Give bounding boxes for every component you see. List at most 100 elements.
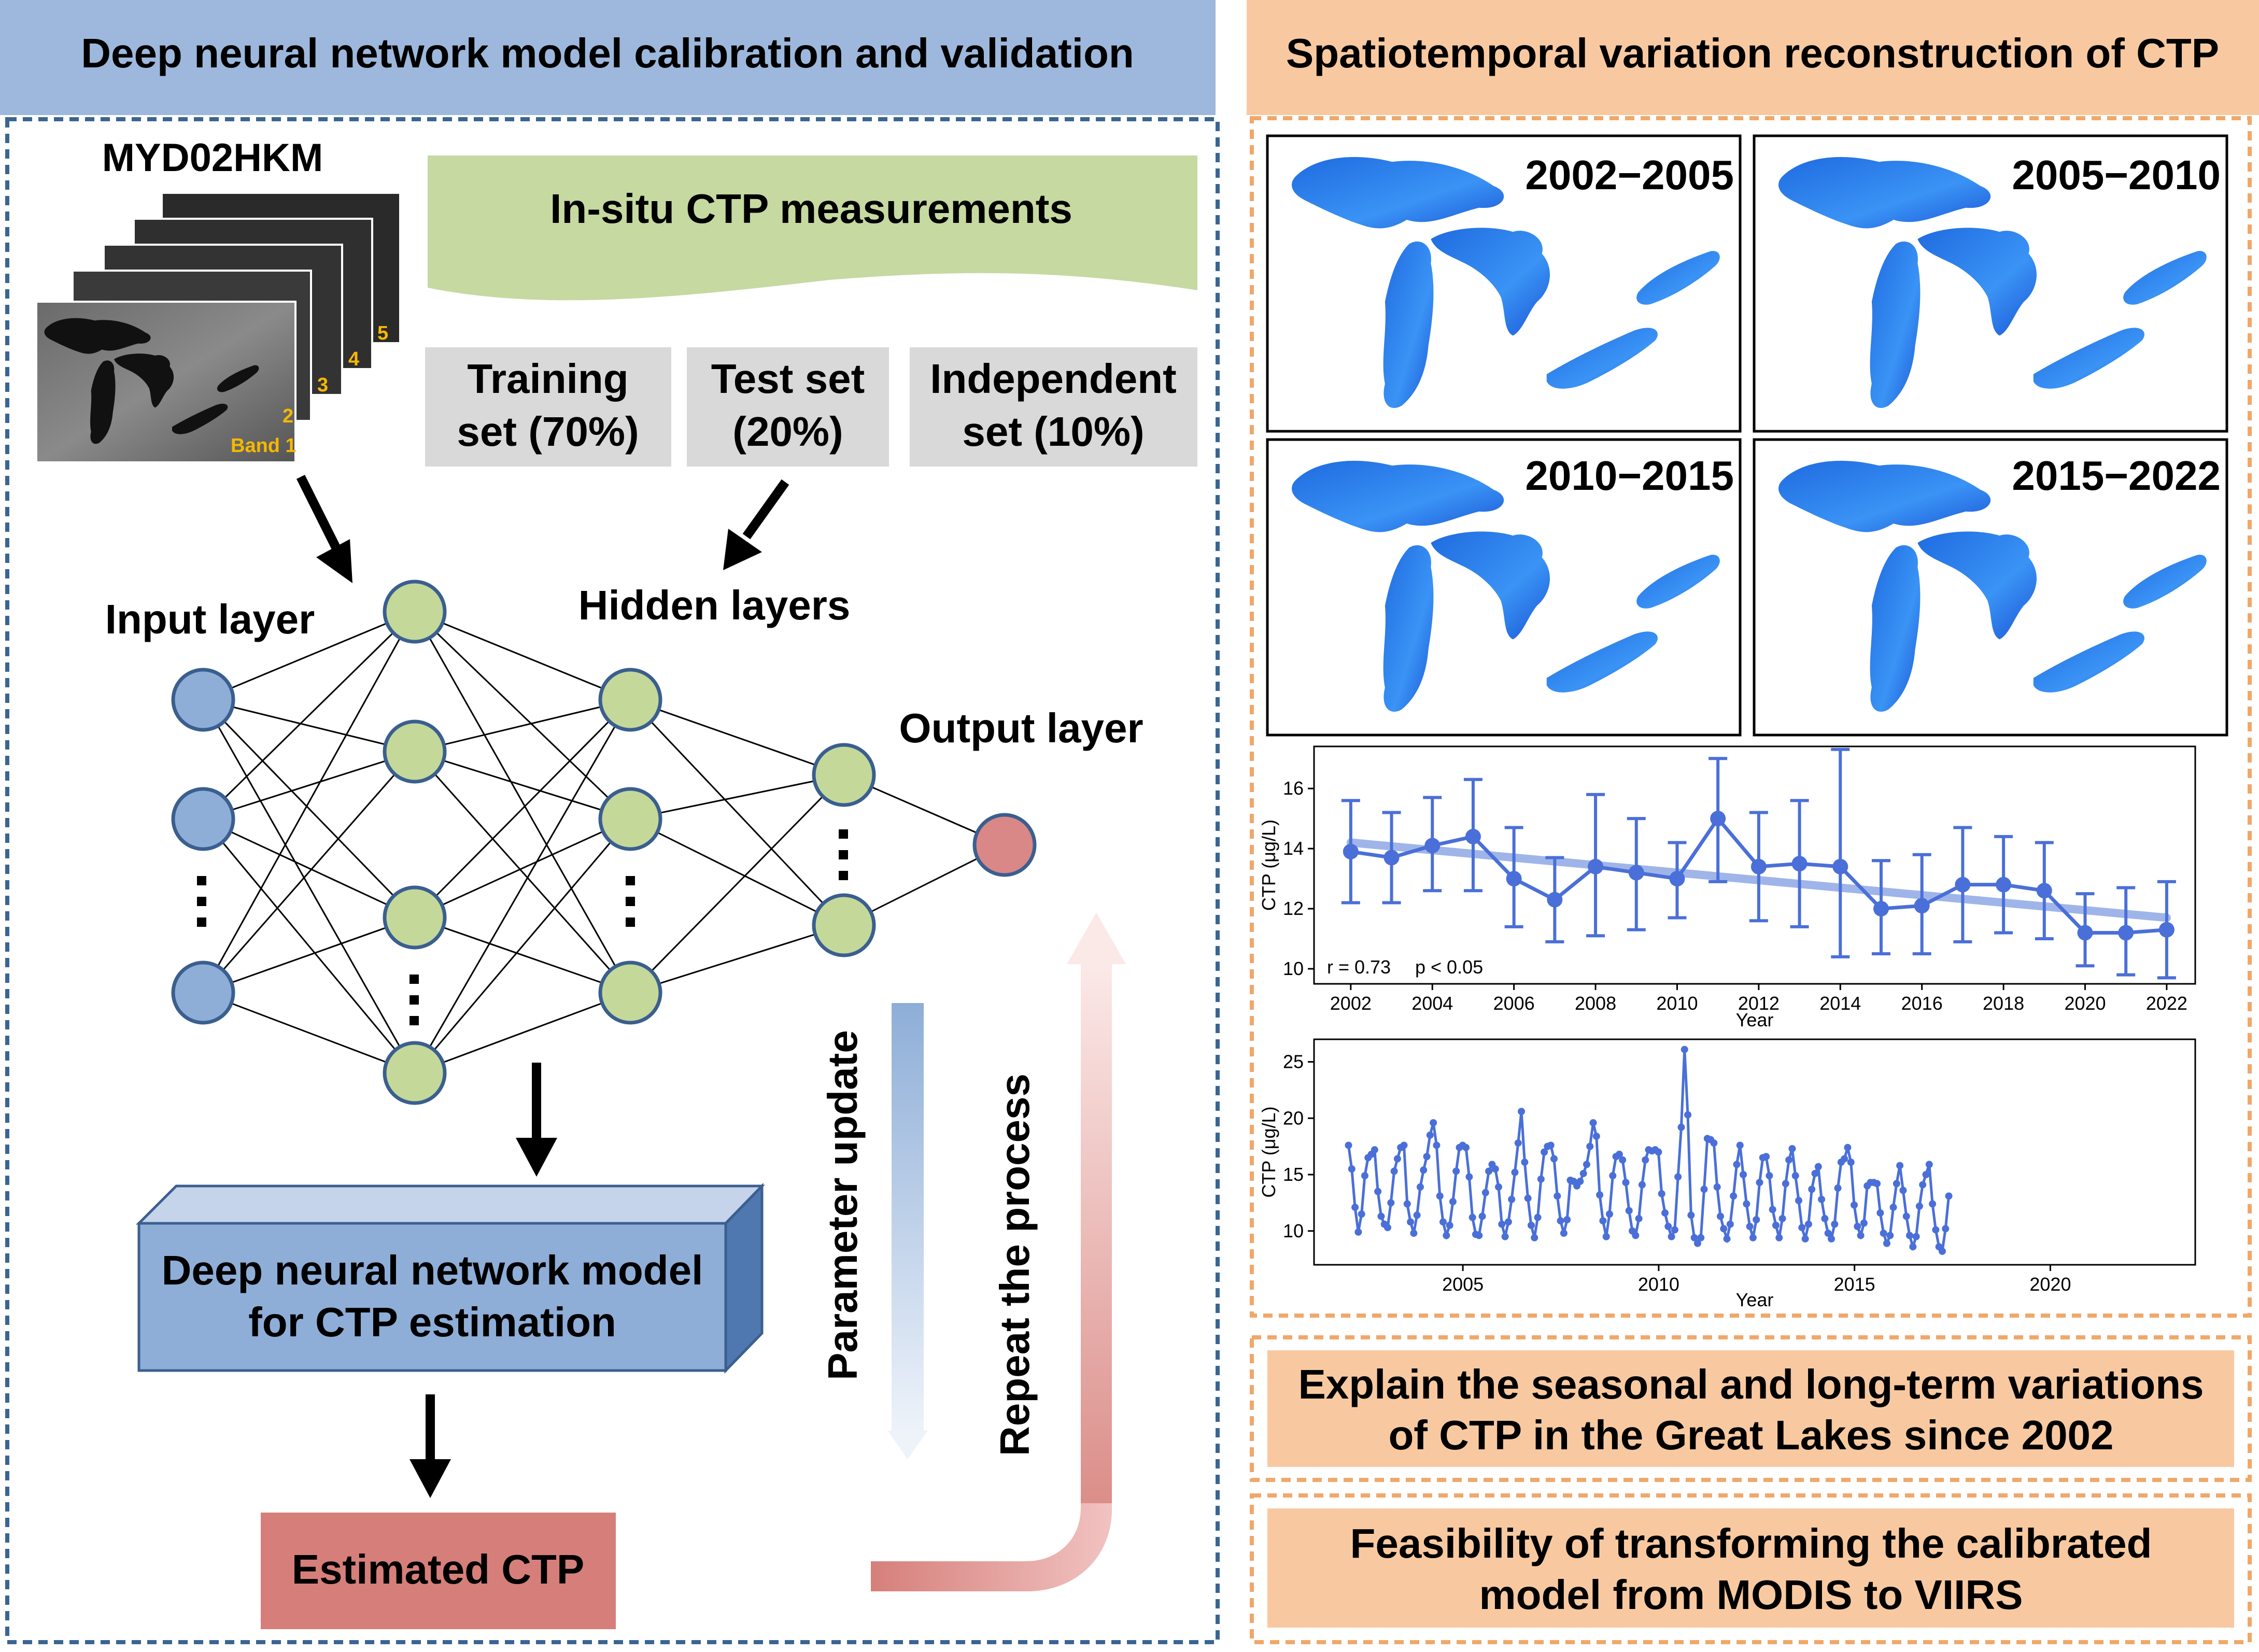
hidden3-node — [812, 743, 876, 807]
data-point — [1713, 1183, 1721, 1191]
network-edge — [203, 751, 415, 820]
network-edge — [202, 751, 416, 993]
data-point — [1433, 1141, 1441, 1149]
data-point — [1527, 1221, 1535, 1229]
data-point — [1876, 1209, 1884, 1217]
data-point — [1671, 1226, 1678, 1234]
data-point — [1635, 1215, 1643, 1222]
data-point — [1534, 1213, 1542, 1221]
data-point — [1348, 1165, 1356, 1173]
data-point — [1827, 1235, 1835, 1242]
data-point — [1642, 1156, 1649, 1164]
y-tick-label: 20 — [1283, 1107, 1304, 1128]
data-point — [1791, 1172, 1799, 1180]
data-point — [1436, 1192, 1444, 1200]
network-edge — [414, 611, 631, 701]
map-period-label: 2010−2015 — [1525, 453, 1734, 499]
data-point — [1922, 1171, 1930, 1178]
data-point — [1420, 1166, 1428, 1174]
y-tick-label: 10 — [1283, 958, 1304, 979]
data-point — [1857, 1232, 1865, 1239]
data-point — [1716, 1212, 1724, 1220]
data-point — [2118, 925, 2134, 941]
data-point — [1730, 1192, 1738, 1200]
data-point — [1811, 1169, 1819, 1177]
data-point — [1508, 1195, 1516, 1203]
data-point — [1902, 1212, 1910, 1220]
network-edge — [629, 774, 845, 994]
hidden1-ellipsis-dot — [410, 995, 419, 1005]
hidden1-node — [383, 885, 447, 950]
data-point — [1710, 811, 1726, 827]
arrow-net-to-model-head — [516, 1138, 557, 1177]
data-point — [1393, 1155, 1401, 1163]
network-edge — [202, 611, 416, 993]
data-point — [1932, 1226, 1940, 1234]
data-point — [1772, 1221, 1780, 1229]
x-tick-label: 2010 — [1656, 993, 1698, 1014]
data-point — [1942, 1225, 1950, 1233]
data-point — [1832, 858, 1848, 874]
data-point — [1775, 1234, 1783, 1241]
data-point — [1844, 1143, 1852, 1151]
hidden-layers-label: Hidden layers — [578, 582, 851, 628]
parameter-update-shaft — [892, 1003, 924, 1433]
test-set-line2: (20%) — [732, 408, 843, 455]
data-point — [1886, 1232, 1894, 1239]
data-point — [1361, 1172, 1368, 1180]
hidden3-node — [812, 893, 876, 957]
explain-line1: Explain the seasonal and long-term varia… — [1298, 1361, 2204, 1407]
hidden1-ellipsis-dot — [410, 1016, 419, 1025]
band-label-1: Band 1 — [231, 435, 297, 457]
data-point — [1560, 1230, 1568, 1237]
data-point — [1498, 1220, 1506, 1228]
x-tick-label: 2014 — [1819, 993, 1861, 1014]
estimated-ctp-label: Estimated CTP — [292, 1546, 585, 1592]
band-label-5: 5 — [377, 322, 388, 344]
data-point — [1541, 1148, 1548, 1156]
data-point — [1589, 1119, 1597, 1126]
data-point — [1531, 1234, 1538, 1241]
x-tick-label: 2015 — [1834, 1274, 1875, 1295]
map-panel-2002-2005: 2002−2005 — [1266, 134, 1742, 433]
network-edge — [202, 611, 416, 820]
data-point — [1632, 1232, 1640, 1239]
data-point — [1452, 1167, 1460, 1175]
input-node — [171, 787, 235, 851]
data-point — [1795, 1197, 1803, 1205]
x-tick-label: 2020 — [2064, 993, 2106, 1014]
data-point — [1889, 1204, 1897, 1211]
data-point — [1351, 1204, 1359, 1211]
data-point — [1700, 1185, 1708, 1193]
parameter-update-head — [887, 1431, 928, 1459]
annotation-r: r = 0.73 — [1327, 956, 1391, 978]
data-point — [1628, 865, 1644, 881]
neural-network: Input layer Hidden layers Output layer — [105, 580, 1143, 1105]
map-grid: 2002−2005 2005−2010 2010−2015 2015−2022 — [1266, 134, 2228, 737]
data-point — [1945, 1192, 1953, 1200]
network-edge — [630, 774, 844, 820]
map-period-label: 2015−2022 — [2012, 453, 2221, 499]
feasibility-dashed-frame — [1250, 1493, 2252, 1644]
input-ellipsis-dot — [197, 876, 206, 885]
parameter-update-arrow: Parameter update — [820, 1003, 928, 1459]
data-point — [1345, 1141, 1352, 1149]
data-point — [1669, 871, 1685, 887]
data-point — [1818, 1195, 1826, 1203]
band-label-3: 3 — [317, 374, 328, 396]
data-point — [1726, 1220, 1734, 1228]
data-point — [1413, 1211, 1421, 1219]
hidden3-ellipsis-dot — [839, 871, 848, 880]
output-layer-label: Output layer — [899, 705, 1143, 751]
data-point — [1501, 1233, 1509, 1240]
data-point — [1524, 1194, 1532, 1202]
network-edge — [202, 699, 416, 919]
hidden2-node — [598, 961, 662, 1025]
plot-frame — [1313, 745, 2196, 985]
data-point — [2158, 922, 2175, 938]
data-point — [1563, 1216, 1571, 1223]
data-point — [1769, 1206, 1776, 1213]
data-point — [1387, 1199, 1395, 1207]
data-point — [1831, 1220, 1839, 1228]
data-point — [1655, 1148, 1662, 1156]
